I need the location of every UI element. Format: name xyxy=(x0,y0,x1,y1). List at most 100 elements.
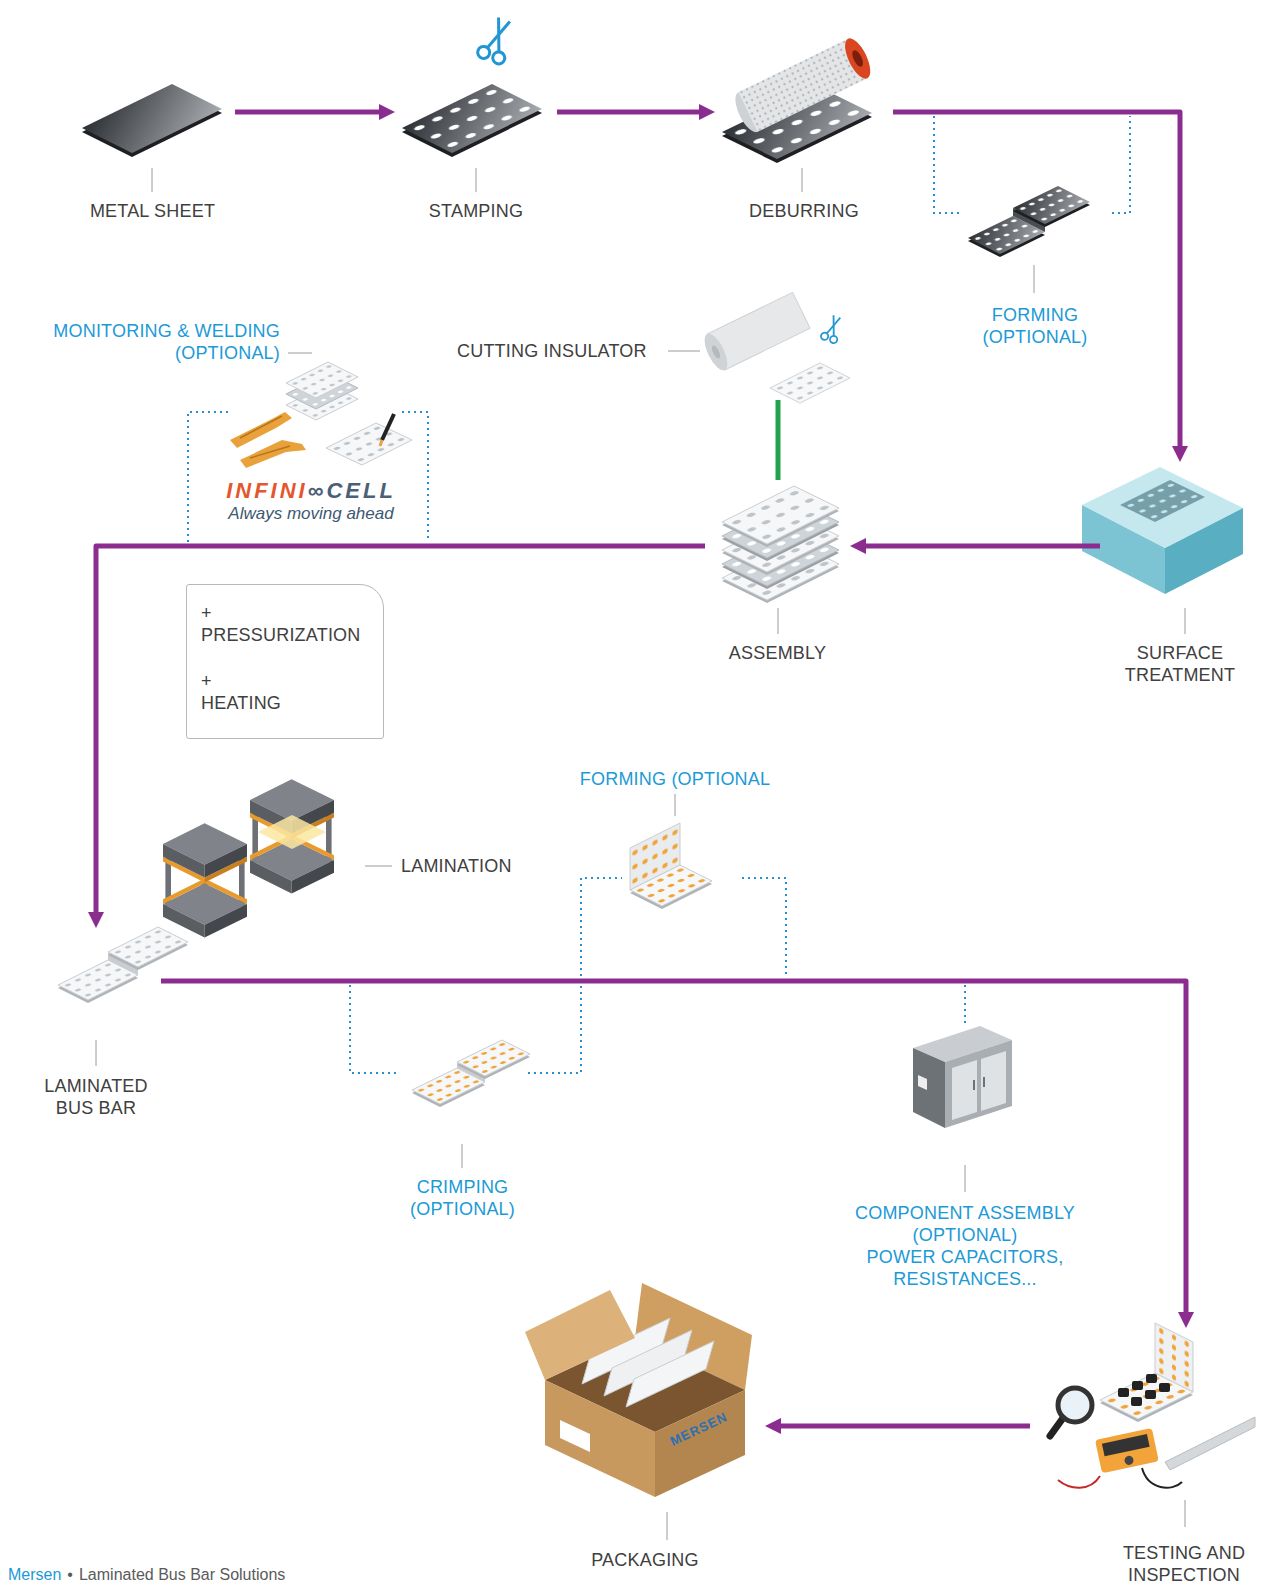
testing-inspection-illustration xyxy=(1165,1417,1255,1470)
note-text: PRESSURIZATION xyxy=(201,624,371,646)
label-block: SURFACE TREATMENT xyxy=(1100,642,1260,686)
process-step: COMPONENT ASSEMBLY (OPTIONAL)POWER CAPAC… xyxy=(830,1030,1100,1295)
deburring-illustration xyxy=(850,49,865,69)
stamping-illustration xyxy=(491,50,506,65)
step-label: PACKAGING xyxy=(525,1549,765,1571)
step-label: POWER CAPACITORS, RESISTANCES... xyxy=(845,1246,1085,1290)
process-step: LAMINATED BUS BAR xyxy=(31,928,161,1128)
optional-step-bracket xyxy=(188,412,228,542)
step-label: MONITORING & WELDING (OPTIONAL) xyxy=(12,320,280,364)
step-label: METAL SHEET xyxy=(70,200,235,222)
leader-line xyxy=(96,1040,97,1066)
laminated-bus-bar-illustration xyxy=(58,927,188,1003)
flow-arrow xyxy=(781,1424,1030,1429)
testing-inspection-illustration xyxy=(1102,1434,1150,1456)
leader-line xyxy=(1185,608,1186,634)
label-block: +PRESSURIZATION+HEATING xyxy=(201,602,371,714)
step-label: FORMING (OPTIONAL) xyxy=(960,304,1110,348)
leader-line xyxy=(965,1165,966,1192)
forming-bracket-illustration xyxy=(630,823,712,909)
forming-illustration xyxy=(1013,186,1090,224)
stamping-illustration xyxy=(488,17,510,51)
leader-line xyxy=(365,866,392,867)
label-block: PACKAGING xyxy=(525,1549,765,1571)
stamping-illustration xyxy=(476,15,517,66)
testing-inspection-illustration xyxy=(1100,1373,1193,1419)
process-step: DEBURRING xyxy=(715,40,893,225)
component-cabinet-illustration xyxy=(913,1048,945,1128)
forming-bracket-illustration xyxy=(630,865,712,906)
component-cabinet-illustration xyxy=(981,1051,1006,1111)
optional-step-bracket xyxy=(350,985,398,1073)
optional-step-bracket xyxy=(1112,116,1130,213)
assembly-stack-illustration xyxy=(722,486,839,544)
note-text: HEATING xyxy=(201,692,371,714)
crimping-illustration xyxy=(457,1040,530,1076)
testing-inspection-illustration xyxy=(1132,1381,1143,1390)
insulator-roll-illustration xyxy=(827,315,840,336)
optional-step-bracket xyxy=(528,878,622,1073)
label-block: TESTING AND INSPECTION xyxy=(1110,1542,1258,1586)
leader-line xyxy=(462,1144,463,1168)
leader-line xyxy=(1185,1500,1186,1527)
label-block: DEBURRING xyxy=(715,200,893,222)
document-title: Laminated Bus Bar Solutions xyxy=(79,1565,285,1585)
laminated-bus-bar-illustration xyxy=(108,927,188,967)
flow-arrow xyxy=(866,544,1100,549)
lamination-press-illustration xyxy=(163,779,334,937)
testing-inspection-illustration xyxy=(1131,1397,1142,1406)
optional-step-bracket xyxy=(402,412,428,542)
note-text: + xyxy=(201,602,371,624)
deburring-illustration xyxy=(730,35,875,136)
leader-line xyxy=(668,351,700,352)
leader-line xyxy=(152,168,153,192)
insulator-roll-illustration xyxy=(700,292,850,403)
step-label: FORMING (OPTIONAL xyxy=(570,768,780,790)
testing-inspection-illustration xyxy=(1095,1428,1159,1473)
process-step: FORMING (OPTIONAL xyxy=(570,766,780,916)
component-cabinet-illustration xyxy=(945,1040,1012,1128)
laminated-bus-bar-illustration xyxy=(108,927,188,967)
monitoring-welding-illustration xyxy=(326,423,412,465)
process-step: TESTING AND INSPECTION xyxy=(1030,1328,1258,1588)
process-step: ASSEMBLY xyxy=(705,480,850,680)
flow-arrow xyxy=(235,110,379,115)
insulator-roll-illustration xyxy=(829,335,838,344)
monitoring-welding-illustration xyxy=(240,440,306,468)
flow-arrow xyxy=(96,546,705,912)
testing-inspection-illustration xyxy=(1058,1476,1100,1488)
surface-treatment-tank xyxy=(1082,467,1243,548)
label-block: FORMING (OPTIONAL) xyxy=(960,304,1110,348)
lamination-press-illustration xyxy=(250,779,334,893)
leader-line xyxy=(667,1512,668,1540)
leader-line xyxy=(675,794,676,816)
brand-name: Mersen xyxy=(8,1565,61,1585)
stamping-illustration xyxy=(488,17,510,51)
insulator-roll-illustration xyxy=(770,363,850,403)
stamping-illustration xyxy=(402,84,542,153)
testing-inspection-illustration xyxy=(1145,1390,1156,1399)
metal-sheet-illustration xyxy=(82,84,222,157)
process-step: FORMING (OPTIONAL) xyxy=(960,190,1110,350)
label-block: LAMINATION xyxy=(401,855,529,877)
process-step: SURFACE TREATMENT xyxy=(1100,462,1260,690)
flow-arrow xyxy=(893,112,1180,446)
forming-illustration xyxy=(1013,186,1090,224)
box-print: MERSEN xyxy=(668,1410,730,1449)
note-text: + xyxy=(201,670,371,692)
logo-text: INFINI xyxy=(226,478,308,504)
monitoring-welding-illustration xyxy=(326,423,412,465)
step-label: STAMPING xyxy=(395,200,557,222)
lamination-press-illustration xyxy=(258,815,326,849)
process-step: CUTTING INSULATOR xyxy=(450,310,850,400)
metal-sheet-illustration xyxy=(82,84,222,153)
flow-arrow xyxy=(557,110,699,115)
deburring-illustration xyxy=(840,35,875,82)
insulator-roll-illustration xyxy=(700,292,810,373)
label-block: CRIMPING (OPTIONAL) xyxy=(390,1176,535,1220)
leader-line xyxy=(1034,265,1035,293)
crimping-illustration xyxy=(457,1040,530,1076)
